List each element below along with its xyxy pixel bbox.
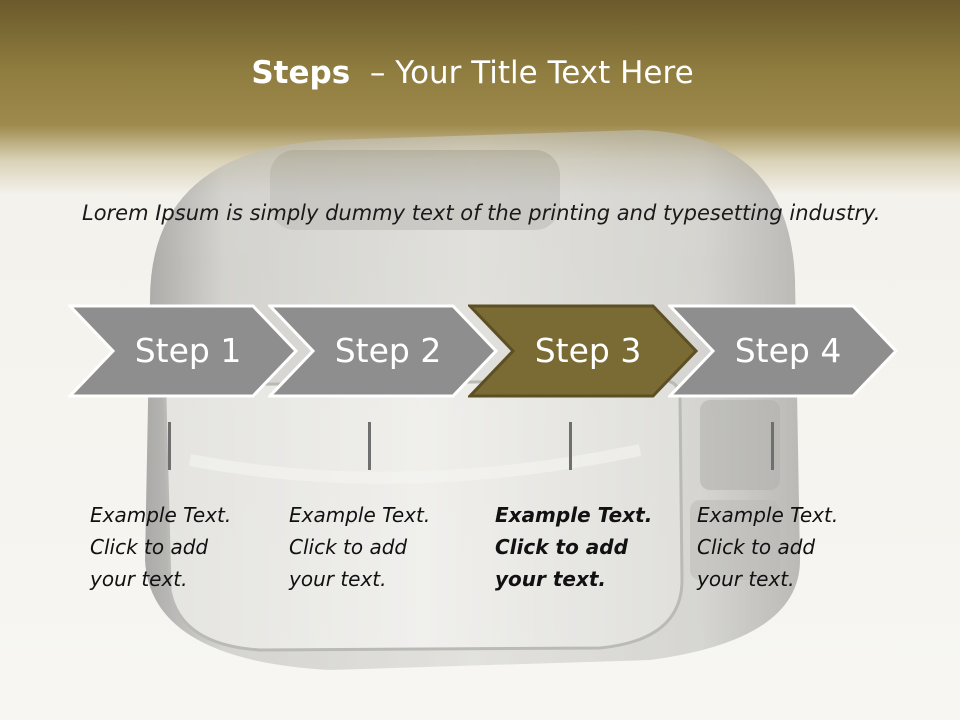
step-3-chevron[interactable]: Step 3 — [468, 304, 698, 398]
step-4-note-line-2: Click to add — [697, 535, 816, 559]
step-2-connector — [368, 422, 371, 470]
step-3-connector — [569, 422, 572, 470]
step-4-connector — [771, 422, 774, 470]
slide-title: Steps – Your Title Text Here — [0, 55, 945, 91]
step-3-note-line-2: Click to add — [495, 535, 628, 559]
step-3-note-line-3: your text. — [495, 567, 607, 591]
step-2-shape — [268, 304, 498, 398]
step-1-note-line-1: Example Text. — [90, 503, 232, 527]
step-2-chevron[interactable]: Step 2 — [268, 304, 498, 398]
step-3-note[interactable]: Example Text. Click to add your text. — [495, 499, 670, 595]
step-1-note-line-2: Click to add — [90, 535, 209, 559]
step-3-label: Step 3 — [534, 331, 642, 370]
step-3-shape — [468, 304, 698, 398]
step-1-shape — [68, 304, 298, 398]
step-2-note-line-1: Example Text. — [289, 503, 431, 527]
step-1-label: Step 1 — [134, 331, 242, 370]
step-1-connector — [168, 422, 171, 470]
step-3-note-line-1: Example Text. — [495, 503, 653, 527]
step-1-note-line-3: your text. — [90, 567, 188, 591]
step-4-note-line-3: your text. — [697, 567, 795, 591]
step-4-note[interactable]: Example Text. Click to add your text. — [697, 499, 872, 595]
step-4-label: Step 4 — [734, 331, 842, 370]
step-1-chevron[interactable]: Step 1 — [68, 304, 298, 398]
step-4-note-line-1: Example Text. — [697, 503, 839, 527]
title-bold: Steps — [251, 55, 351, 91]
step-4-chevron[interactable]: Step 4 — [668, 304, 898, 398]
title-rest: – Your Title Text Here — [369, 55, 694, 91]
step-1-note[interactable]: Example Text. Click to add your text. — [90, 499, 265, 595]
step-2-note-line-2: Click to add — [289, 535, 408, 559]
step-2-note[interactable]: Example Text. Click to add your text. — [289, 499, 464, 595]
intro-text: Lorem Ipsum is simply dummy text of the … — [82, 201, 881, 225]
step-4-shape — [668, 304, 898, 398]
step-2-label: Step 2 — [334, 331, 442, 370]
step-2-note-line-3: your text. — [289, 567, 387, 591]
